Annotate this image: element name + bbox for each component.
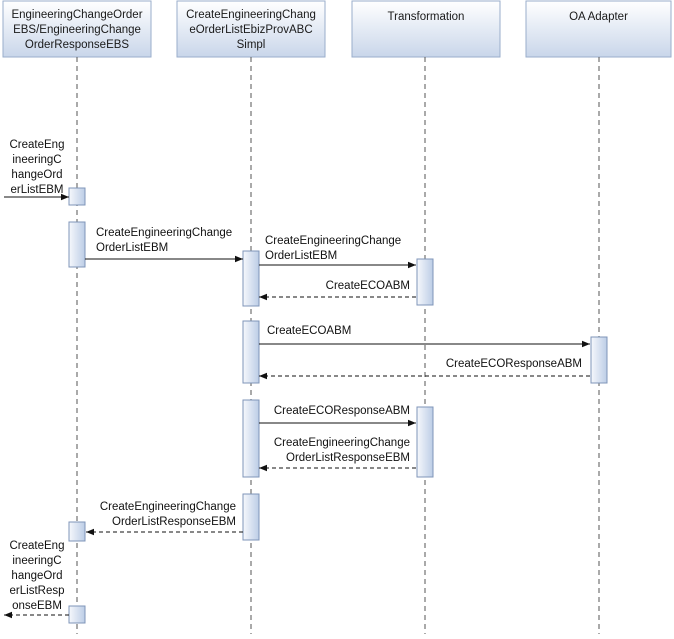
participant-label-line: OrderResponseEBS (25, 39, 130, 51)
message-label-line: CreateECOResponseABM (446, 358, 582, 370)
message-label-line: CreateEngineeringChange (96, 227, 232, 239)
participant-header-box (2, 0, 152, 58)
activation-bar-impl (242, 320, 260, 384)
activation-bar-ebs (68, 605, 86, 624)
message-m9: CreateEngineeringChangeOrderListResponse… (86, 501, 243, 536)
participant-label-line: Transformation (388, 11, 465, 23)
message-label-line: hangeOrd (11, 570, 62, 582)
participant-oa: OA Adapter (525, 0, 672, 58)
participant-label-line: EBS/EngineeringChange (13, 24, 141, 36)
message-m10: CreateEng ineeringC hangeOrd erListResp onse… (4, 540, 69, 619)
activation-bar-ebs (68, 521, 86, 542)
message-label-line: CreateECOABM (326, 280, 410, 292)
participant-header-box (525, 0, 672, 58)
message-m1: CreateEng ineeringC hangeOrd erListEBM (4, 139, 69, 201)
message-label-line: ineeringC (12, 555, 61, 567)
activation-bar-impl (242, 250, 260, 307)
message-m7: CreateECOResponseABM (259, 405, 416, 427)
message-label-line: erListResp (10, 585, 65, 597)
message-label-line: OrderListEBM (265, 250, 337, 262)
activation-bar-ebs (68, 221, 86, 268)
message-label-line: OrderListEBM (96, 242, 168, 254)
activation-bar-xform (416, 406, 434, 478)
message-m4: CreateECOABM (259, 280, 416, 301)
message-label-line: CreateEngineeringChange (100, 501, 236, 513)
participant-label-line: EngineeringChangeOrder (11, 9, 142, 21)
message-label-line: ineeringC (12, 154, 61, 166)
participant-xform: Transformation (351, 0, 501, 58)
message-m8: CreateEngineeringChangeOrderListResponse… (259, 437, 416, 472)
activation-bar-impl (242, 399, 260, 478)
message-label-line: onseEBM (12, 600, 62, 612)
message-m6: CreateECOResponseABM (259, 358, 590, 380)
activation-bar-xform (416, 258, 434, 306)
message-label-line: erListEBM (10, 184, 63, 196)
message-label-line: hangeOrd (11, 169, 62, 181)
message-label-line: CreateEngineeringChange (265, 235, 401, 247)
message-label-line: CreateEng (10, 139, 65, 151)
participant-impl: CreateEngineeringChang eOrderListEbizProv… (176, 0, 326, 58)
participant-header-box (176, 0, 326, 58)
activation-bar-impl (242, 493, 260, 541)
message-label-line: OrderListResponseEBM (286, 452, 410, 464)
message-m5: CreateECOABM (259, 325, 590, 348)
message-label-line: CreateECOResponseABM (274, 405, 410, 417)
participant-ebs: EngineeringChangeOrderEBS/EngineeringCha… (2, 0, 152, 58)
message-label-line: OrderListResponseEBM (112, 516, 236, 528)
participant-label-line: eOrderListEbizProvABC (189, 24, 312, 36)
message-label-line: CreateEng (10, 540, 65, 552)
activation-bar-ebs (68, 187, 86, 206)
message-label-line: CreateECOABM (267, 325, 351, 337)
participant-label-line: Simpl (237, 39, 266, 51)
participant-header-box (351, 0, 501, 58)
participant-label-line: OA Adapter (569, 11, 628, 23)
participant-label-line: CreateEngineeringChang (186, 9, 316, 21)
message-label-line: CreateEngineeringChange (274, 437, 410, 449)
activation-bar-oa (590, 336, 608, 384)
